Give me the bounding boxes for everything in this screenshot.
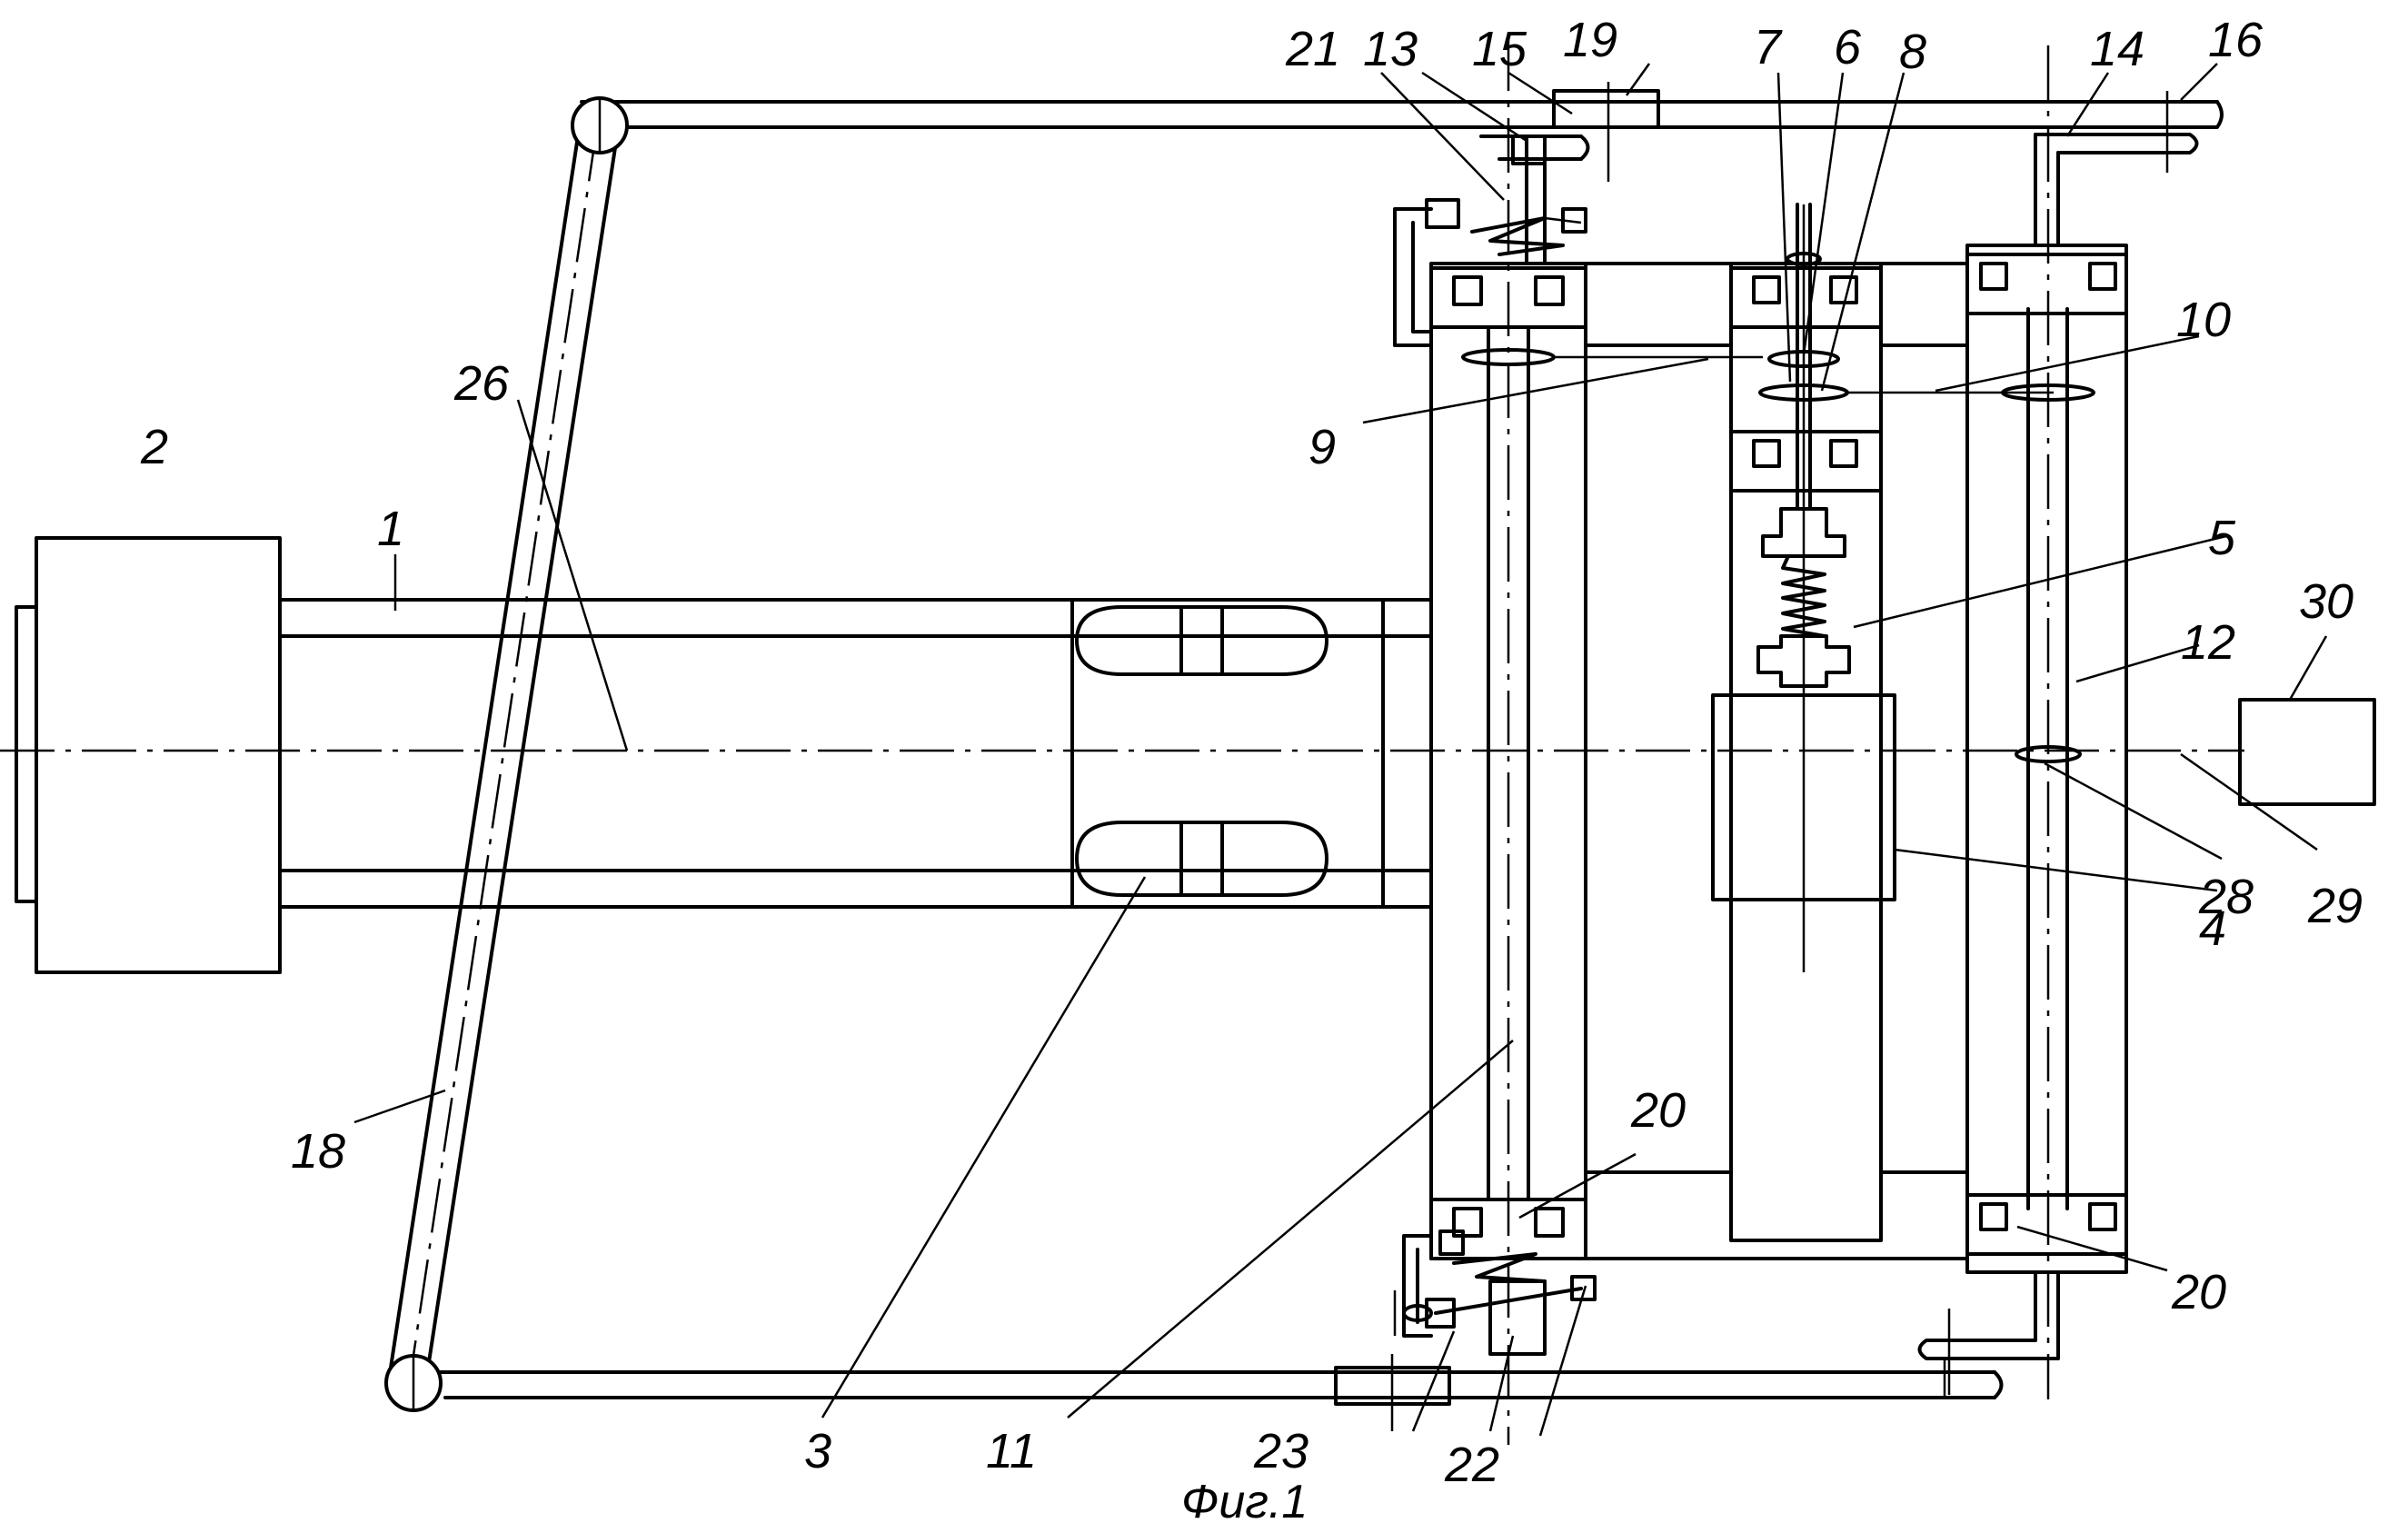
label-20b: 20 bbox=[2171, 1265, 2226, 1319]
label-14: 14 bbox=[2090, 22, 2144, 76]
figure-caption: Фиг.1 bbox=[1181, 1476, 1308, 1523]
label-8: 8 bbox=[1899, 25, 1926, 79]
lower-right-crank bbox=[1920, 1272, 2059, 1399]
lever-frame bbox=[386, 98, 2222, 1410]
label-15: 15 bbox=[1472, 22, 1527, 76]
label-20a: 20 bbox=[1630, 1083, 1686, 1138]
label-30: 30 bbox=[2299, 574, 2353, 629]
lower-mechanism bbox=[1336, 1231, 1595, 1431]
label-12: 12 bbox=[2181, 615, 2235, 670]
right-shaft-frame bbox=[1967, 45, 2126, 1399]
label-13: 13 bbox=[1363, 22, 1418, 76]
label-9: 9 bbox=[1308, 420, 1336, 474]
label-23: 23 bbox=[1253, 1424, 1308, 1478]
label-7: 7 bbox=[1754, 20, 1783, 75]
label-3: 3 bbox=[804, 1424, 831, 1478]
label-28: 28 bbox=[2198, 870, 2254, 924]
label-11: 11 bbox=[986, 1424, 1037, 1478]
left-shaft-frame bbox=[1431, 36, 1586, 1445]
label-1: 1 bbox=[377, 502, 404, 556]
slider-block bbox=[1554, 82, 2167, 182]
label-5: 5 bbox=[2208, 511, 2236, 565]
label-6: 6 bbox=[1834, 20, 1862, 75]
label-2: 2 bbox=[140, 420, 168, 474]
upper-bracket bbox=[1395, 200, 1586, 345]
label-21: 21 bbox=[1285, 22, 1340, 76]
label-10: 10 bbox=[2176, 293, 2231, 347]
label-22: 22 bbox=[1444, 1438, 1499, 1492]
motor bbox=[16, 538, 280, 972]
label-19: 19 bbox=[1563, 13, 1617, 67]
label-18: 18 bbox=[291, 1124, 345, 1179]
label-16: 16 bbox=[2208, 13, 2264, 67]
label-26: 26 bbox=[453, 356, 510, 411]
shaft-housing bbox=[280, 600, 1431, 907]
sensor-block bbox=[2240, 700, 2374, 804]
label-29: 29 bbox=[2307, 879, 2363, 933]
